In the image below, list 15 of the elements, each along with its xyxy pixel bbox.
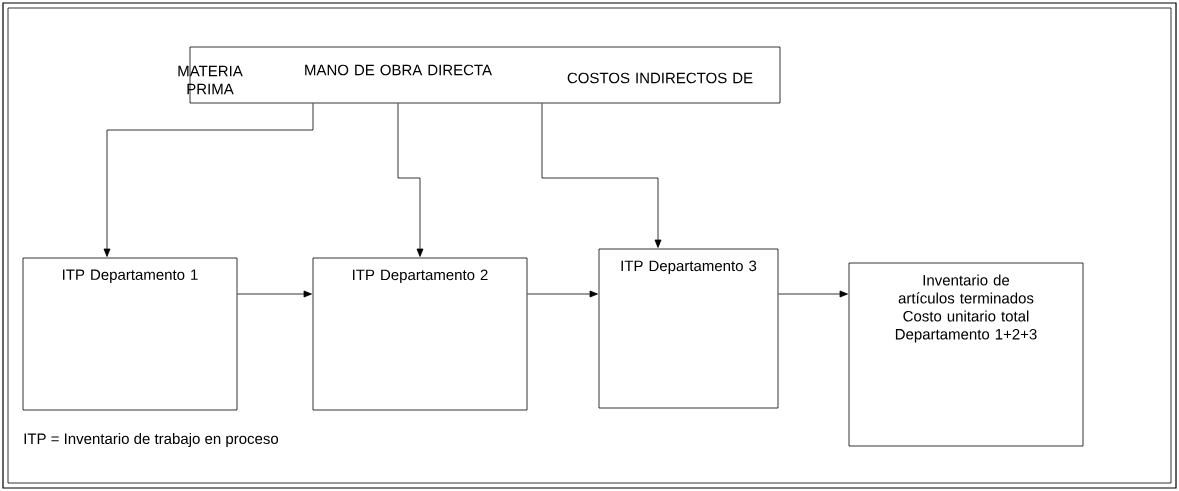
arrow (397, 103, 424, 257)
box-text: MANO DE OBRA DIRECTA (305, 64, 492, 76)
box-text: MATERIA PRIMA (178, 65, 243, 95)
source-box (178, 46, 781, 104)
arrow (778, 290, 848, 298)
process-box: ITP Departamento 2 (312, 257, 528, 411)
arrow (237, 290, 312, 298)
arrow (103, 103, 314, 257)
note-text: ITP = Inventario de trabajo en proceso (24, 433, 279, 447)
process-box: ITP Departamento 1 (22, 257, 238, 411)
box-text: COSTOS INDIRECTOS DE (567, 72, 753, 84)
process-box: ITP Departamento 3 (598, 248, 779, 409)
arrow (527, 290, 598, 298)
process-box: Inventario de artículos terminados Costo unitario total Departamento 1+2+3 (848, 262, 1084, 447)
arrow (541, 103, 662, 248)
